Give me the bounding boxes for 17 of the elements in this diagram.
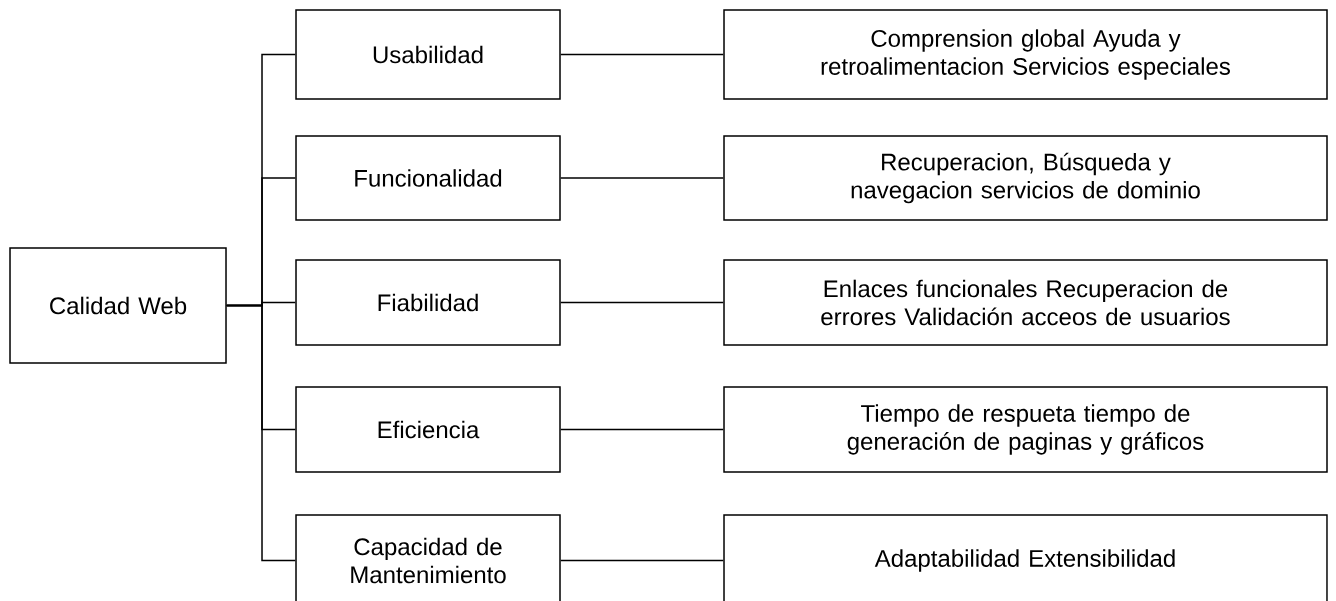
connector-line: [560, 301, 724, 304]
category-box: Capacidad de Mantenimiento: [295, 514, 561, 601]
connector-line: [560, 428, 724, 431]
criteria-box: Enlaces funcionales Recuperacion de errores Validación acceos de usuarios: [723, 259, 1328, 346]
criteria-box: Adaptabilidad Extensibilidad: [723, 514, 1328, 601]
connector-line: [560, 53, 724, 56]
criteria-box: Comprension global Ayuda y retroalimentacion Servicios especiales: [723, 9, 1328, 100]
connector-line: [560, 559, 724, 562]
criteria-box: Recuperacion, Búsqueda y navegacion servicios de dominio: [723, 135, 1328, 221]
criteria-box: Tiempo de respueta tiempo de generación de paginas y gráficos: [723, 386, 1328, 473]
category-box: Usabilidad: [295, 9, 561, 100]
connector-line: [560, 177, 724, 179]
category-box: Eficiencia: [295, 386, 561, 473]
category-box: Fiabilidad: [295, 259, 561, 346]
category-box: Funcionalidad: [295, 135, 561, 221]
root-box: Calidad Web: [9, 247, 227, 364]
connector-line: [226, 304, 296, 562]
